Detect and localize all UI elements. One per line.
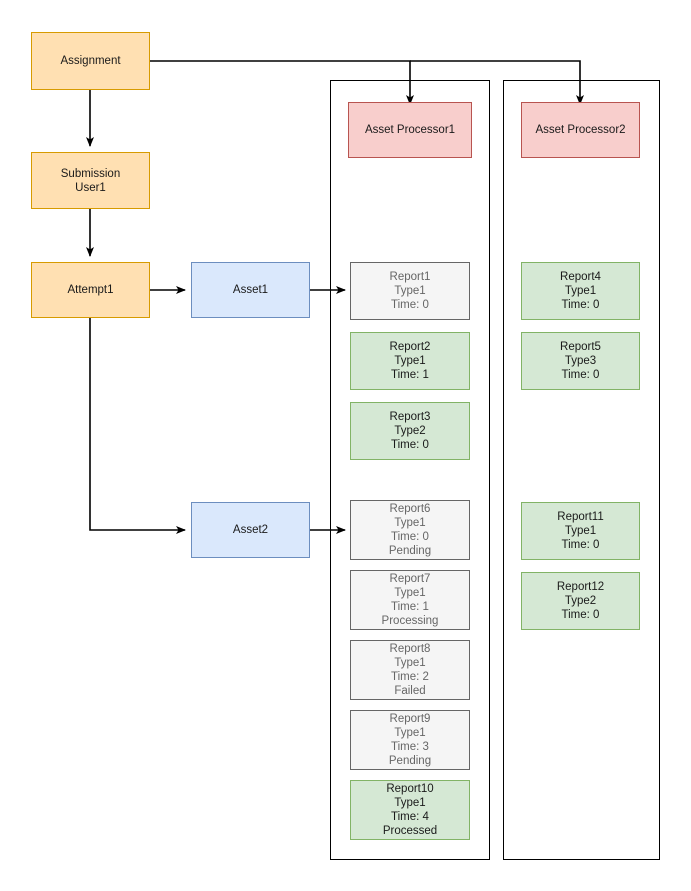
report3-time: Time: 0 <box>391 439 429 451</box>
report6-type: Type1 <box>394 517 426 529</box>
attempt1-label: Attempt1 <box>67 284 114 296</box>
report3-type: Type2 <box>394 425 426 437</box>
asset-processor2-label: Asset Processor2 <box>535 124 626 136</box>
asset1-label: Asset1 <box>232 284 269 296</box>
node-submission[interactable]: Submission User1 <box>31 152 150 209</box>
node-report11[interactable]: Report11 Type1 Time: 0 <box>521 502 640 560</box>
report9-type: Type1 <box>394 727 426 739</box>
report9-time: Time: 3 <box>391 741 429 753</box>
node-report10[interactable]: Report10 Type1 Time: 4 Processed <box>350 780 470 840</box>
report7-type: Type1 <box>394 587 426 599</box>
report9-status: Pending <box>388 755 432 767</box>
report8-time: Time: 2 <box>391 671 429 683</box>
report3-id: Report3 <box>389 411 431 423</box>
node-attempt1[interactable]: Attempt1 <box>31 262 150 318</box>
report4-time: Time: 0 <box>561 299 600 311</box>
node-asset-processor2[interactable]: Asset Processor2 <box>521 102 640 158</box>
report10-time: Time: 4 <box>391 811 429 823</box>
report8-type: Type1 <box>394 657 426 669</box>
report6-id: Report6 <box>389 503 431 515</box>
report12-id: Report12 <box>556 581 605 593</box>
report2-time: Time: 1 <box>391 369 429 381</box>
processor2-container <box>503 80 660 860</box>
asset2-label: Asset2 <box>232 524 269 536</box>
report10-status: Processed <box>382 825 438 837</box>
report12-time: Time: 0 <box>561 609 600 621</box>
node-report7[interactable]: Report7 Type1 Time: 1 Processing <box>350 570 470 630</box>
report5-time: Time: 0 <box>561 369 600 381</box>
report1-type: Type1 <box>394 285 426 297</box>
submission-user-label: User1 <box>75 181 106 194</box>
report12-type: Type2 <box>564 595 597 607</box>
node-report9[interactable]: Report9 Type1 Time: 3 Pending <box>350 710 470 770</box>
node-asset-processor1[interactable]: Asset Processor1 <box>348 102 472 158</box>
report1-time: Time: 0 <box>391 299 429 311</box>
edge-attempt-to-asset2 <box>89 318 186 534</box>
assignment-label: Assignment <box>60 55 121 67</box>
node-assignment[interactable]: Assignment <box>31 32 150 90</box>
report2-id: Report2 <box>389 341 431 353</box>
node-report5[interactable]: Report5 Type3 Time: 0 <box>521 332 640 390</box>
report11-id: Report11 <box>557 511 604 523</box>
report7-time: Time: 1 <box>391 601 429 613</box>
node-asset1[interactable]: Asset1 <box>191 262 310 318</box>
submission-label: Submission <box>60 167 121 180</box>
node-asset2[interactable]: Asset2 <box>191 502 310 558</box>
node-report2[interactable]: Report2 Type1 Time: 1 <box>350 332 470 390</box>
report2-type: Type1 <box>394 355 426 367</box>
report9-id: Report9 <box>389 713 431 725</box>
processor1-container <box>330 80 490 860</box>
report11-time: Time: 0 <box>561 539 600 551</box>
node-report1[interactable]: Report1 Type1 Time: 0 <box>350 262 470 320</box>
report7-id: Report7 <box>389 573 431 585</box>
node-report12[interactable]: Report12 Type2 Time: 0 <box>521 572 640 630</box>
report6-status: Pending <box>388 545 432 557</box>
report5-id: Report5 <box>560 341 601 353</box>
report7-status: Processing <box>381 615 439 627</box>
report4-id: Report4 <box>560 271 601 283</box>
report5-type: Type3 <box>564 355 597 367</box>
report4-type: Type1 <box>564 285 597 297</box>
report11-type: Type1 <box>564 525 597 537</box>
asset-processor1-label: Asset Processor1 <box>364 124 456 136</box>
report6-time: Time: 0 <box>391 531 429 543</box>
node-report3[interactable]: Report3 Type2 Time: 0 <box>350 402 470 460</box>
node-report8[interactable]: Report8 Type1 Time: 2 Failed <box>350 640 470 700</box>
node-report4[interactable]: Report4 Type1 Time: 0 <box>521 262 640 320</box>
report10-id: Report10 <box>386 783 434 795</box>
report8-id: Report8 <box>389 643 431 655</box>
report10-type: Type1 <box>394 797 426 809</box>
node-report6[interactable]: Report6 Type1 Time: 0 Pending <box>350 500 470 560</box>
report8-status: Failed <box>394 685 426 697</box>
report1-id: Report1 <box>389 271 431 283</box>
